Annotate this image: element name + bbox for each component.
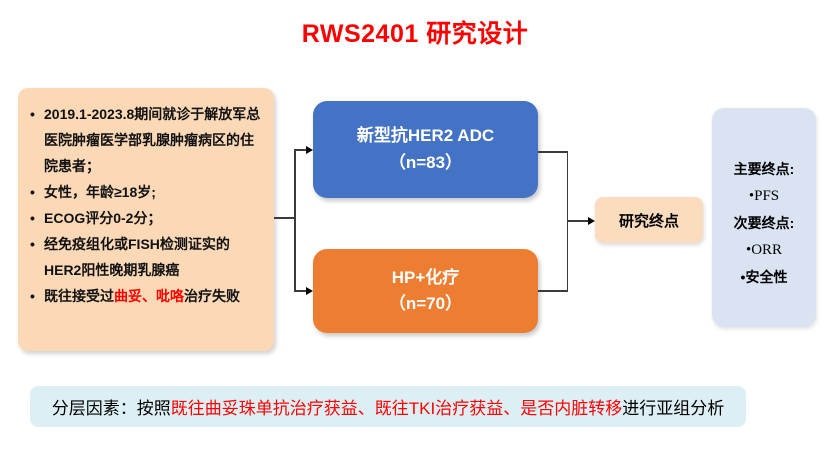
bullet-icon: • — [30, 236, 35, 252]
connector-line — [538, 290, 568, 292]
criteria-text-segment: 经免疫组化或FISH检测证实的HER2阳性晚期乳腺癌 — [44, 236, 230, 278]
connector-line — [566, 220, 589, 222]
criteria-text: 既往接受过曲妥、吡咯治疗失败 — [44, 283, 264, 309]
criteria-text-red-segment: 曲妥、吡咯 — [114, 288, 184, 304]
endpoints-panel: 主要终点: •PFS 次要终点: •ORR •安全性 — [712, 108, 816, 327]
list-item: • 2019.1-2023.8期间就诊于解放军总医院肿瘤医学部乳腺肿瘤病区的住院… — [30, 101, 264, 179]
arm-box-adc: 新型抗HER2 ADC （n=83） — [313, 101, 538, 198]
strat-text-black: 进行亚组分析 — [622, 399, 725, 418]
list-item: • 既往接受过曲妥、吡咯治疗失败 — [30, 283, 264, 309]
strat-text-black: 分层因素：按照 — [51, 399, 171, 418]
secondary-endpoint-item: •ORR — [745, 242, 783, 258]
criteria-text: 经免疫组化或FISH检测证实的HER2阳性晚期乳腺癌 — [44, 231, 264, 283]
strat-text-red: 既往曲妥珠单抗治疗获益、既往TKI治疗获益、是否内脏转移 — [170, 399, 623, 418]
primary-endpoint-label: 主要终点: — [733, 161, 795, 177]
study-endpoint-label: 研究终点 — [618, 212, 679, 230]
arm-adc-line2: （n=83） — [388, 152, 463, 172]
study-endpoint-box: 研究终点 — [595, 197, 703, 243]
secondary-endpoint-label: 次要终点: — [733, 215, 795, 231]
page-title: RWS2401 研究设计 — [301, 20, 529, 48]
bullet-icon: • — [30, 210, 35, 226]
arm-box-hp-chemo: HP+化疗 （n=70） — [313, 249, 538, 333]
list-item: • ECOG评分0-2分； — [30, 205, 264, 231]
list-item: • 经免疫组化或FISH检测证实的HER2阳性晚期乳腺癌 — [30, 231, 264, 283]
criteria-text: 2019.1-2023.8期间就诊于解放军总医院肿瘤医学部乳腺肿瘤病区的住院患者… — [44, 101, 264, 179]
arrowhead-icon — [588, 216, 595, 225]
bullet-icon: • — [30, 288, 35, 304]
connector-line — [294, 290, 307, 292]
connector-line — [294, 149, 296, 292]
arrowhead-icon — [306, 145, 313, 154]
arm-adc-line1: 新型抗HER2 ADC — [356, 126, 495, 146]
connector-line — [538, 151, 568, 153]
secondary-endpoint-item: •安全性 — [740, 269, 788, 285]
connector-line — [294, 149, 307, 151]
criteria-text-segment: 女性，年龄≥18岁; — [44, 184, 156, 200]
bullet-icon: • — [30, 184, 35, 200]
stratification-bar: 分层因素：按照既往曲妥珠单抗治疗获益、既往TKI治疗获益、是否内脏转移进行亚组分… — [30, 386, 746, 427]
criteria-text-segment: ECOG评分0-2分； — [44, 210, 162, 226]
criteria-text-segment: 2019.1-2023.8期间就诊于解放军总医院肿瘤医学部乳腺肿瘤病区的住院患者… — [44, 106, 261, 174]
arrowhead-icon — [306, 286, 313, 295]
criteria-text-segment: 既往接受过 — [44, 288, 114, 304]
list-item: • 女性，年龄≥18岁; — [30, 179, 264, 205]
criteria-text: 女性，年龄≥18岁; — [44, 179, 264, 205]
bullet-icon: • — [30, 106, 35, 122]
arm-hp-line1: HP+化疗 — [391, 267, 460, 287]
criteria-text: ECOG评分0-2分； — [44, 205, 264, 231]
connector-line — [274, 217, 295, 219]
arm-hp-line2: （n=70） — [388, 294, 463, 313]
primary-endpoint-item: •PFS — [748, 188, 780, 204]
inclusion-criteria-box: • 2019.1-2023.8期间就诊于解放军总医院肿瘤医学部乳腺肿瘤病区的住院… — [18, 88, 274, 351]
criteria-text-segment: 治疗失败 — [184, 288, 240, 304]
